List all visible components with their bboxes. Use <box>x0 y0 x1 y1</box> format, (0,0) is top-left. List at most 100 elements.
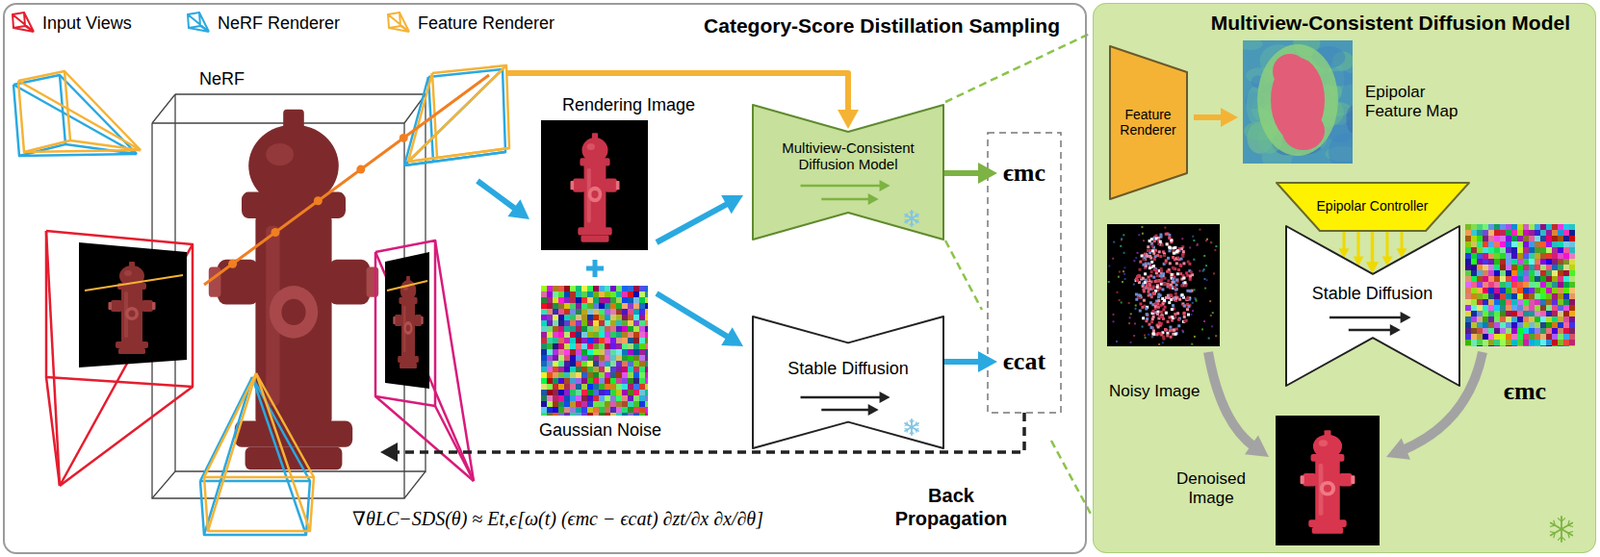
fire-hydrant <box>570 180 575 190</box>
noise-image <box>1488 258 1495 265</box>
fire-hydrant <box>587 143 595 151</box>
noise-image <box>1540 310 1547 317</box>
noise-image <box>587 337 594 344</box>
noise-image <box>1511 305 1518 311</box>
frozen-icon <box>904 215 908 218</box>
noise-image <box>621 378 628 385</box>
noise-image <box>1517 293 1523 300</box>
noise-image <box>621 309 628 315</box>
noise-image <box>1465 316 1471 323</box>
noisy-image <box>1160 322 1163 326</box>
fire-hydrant <box>580 235 609 243</box>
diffusion-unet-outline <box>800 396 883 400</box>
camera-frustum <box>24 150 141 153</box>
noise-image <box>575 361 582 367</box>
legend-swatch <box>387 12 410 32</box>
noise-image <box>1488 316 1495 323</box>
noise-image <box>1476 253 1483 259</box>
noisy-image <box>1169 283 1173 287</box>
noisy-image <box>1123 273 1126 276</box>
noise-image <box>541 384 547 390</box>
noisy-image <box>1214 245 1217 248</box>
frozen-icon <box>1561 537 1566 542</box>
noise-image <box>1499 299 1506 306</box>
noise-image <box>587 303 594 310</box>
noise-image <box>1470 299 1477 306</box>
legend-text: Feature Renderer <box>417 13 555 34</box>
noise-image <box>610 332 617 338</box>
noise-image <box>1505 270 1512 277</box>
noisy-image <box>1192 239 1195 242</box>
noise-image <box>616 309 622 315</box>
noise-image <box>633 297 640 304</box>
connector-arrow <box>943 170 982 177</box>
noise-image <box>633 291 640 298</box>
noisy-image <box>1165 334 1169 337</box>
noise-image <box>604 343 611 350</box>
camera-frustum <box>375 240 436 407</box>
noise-image <box>1517 322 1523 329</box>
noise-image <box>558 332 565 338</box>
noisy-image <box>1169 293 1173 297</box>
noise-image <box>558 309 565 315</box>
fire-hydrant <box>281 299 306 326</box>
noisy-image <box>1147 334 1150 336</box>
noisy-image <box>1170 308 1174 311</box>
noise-image <box>1476 276 1483 283</box>
flow-arrow <box>1339 232 1350 259</box>
noise-image <box>639 361 646 367</box>
noisy-image <box>1111 258 1114 260</box>
noise-image <box>1522 230 1529 236</box>
noisy-image <box>1173 285 1177 289</box>
flow-arrow <box>477 180 530 220</box>
noise-image <box>1470 230 1477 236</box>
noise-image <box>1488 224 1495 231</box>
noise-image <box>1465 264 1471 271</box>
noise-image <box>645 361 648 367</box>
noise-image <box>1505 282 1512 288</box>
noise-image <box>1470 264 1477 271</box>
noise-image <box>1465 287 1471 294</box>
noise-image <box>1482 287 1489 294</box>
noise-image <box>616 349 622 356</box>
noise-image <box>1534 247 1541 254</box>
noise-image <box>1505 316 1512 323</box>
noise-image <box>581 285 588 292</box>
noise-image <box>633 314 640 321</box>
noise-image <box>1557 282 1564 288</box>
noise-image <box>1528 282 1535 288</box>
noise-image <box>587 332 594 338</box>
noise-image <box>610 326 617 333</box>
noise-image <box>616 361 622 367</box>
noisy-image <box>1133 259 1136 262</box>
noise-image <box>1569 334 1575 340</box>
noise-image <box>552 355 559 362</box>
noise-image <box>575 389 582 396</box>
fire-hydrant <box>1302 473 1317 487</box>
camera-frustum <box>252 377 307 536</box>
noise-image <box>1517 264 1523 271</box>
noise-image <box>1534 230 1541 236</box>
noise-image <box>575 285 582 292</box>
connector-arrow <box>978 351 998 373</box>
camera-frustum <box>64 71 141 151</box>
noise-image <box>1511 241 1518 248</box>
noise-image <box>1482 224 1489 231</box>
noise-image <box>569 326 576 333</box>
noise-image <box>1522 310 1529 317</box>
noise-image <box>587 407 594 413</box>
flow-arrow <box>1382 232 1394 267</box>
frozen-icon <box>911 223 914 226</box>
noise-image <box>598 407 605 413</box>
denoised-image <box>1275 415 1380 546</box>
noise-image <box>1499 230 1506 236</box>
noise-image <box>1488 305 1495 311</box>
noise-image <box>569 297 576 304</box>
noise-image <box>610 401 617 408</box>
noise-image <box>645 326 648 333</box>
noise-image <box>587 314 594 321</box>
noise-image <box>1494 339 1500 346</box>
noise-image <box>1494 299 1500 306</box>
label-box: ϵmc <box>1503 376 1547 407</box>
